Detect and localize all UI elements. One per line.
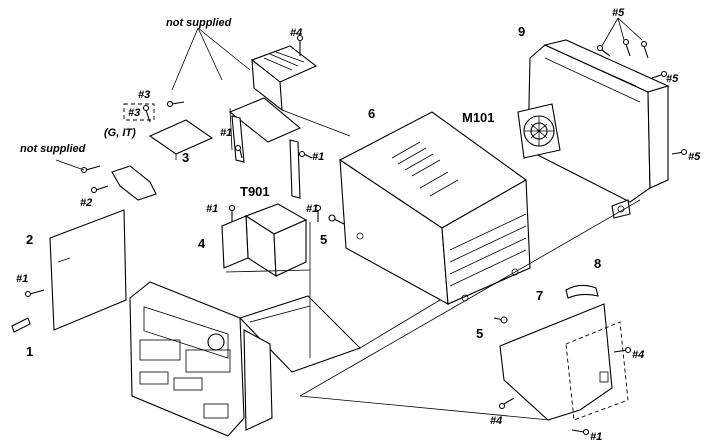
top-cover-part-6	[338, 111, 531, 305]
label-part-4: 4	[198, 236, 206, 251]
label-screw-4-board-right: #4	[632, 349, 644, 361]
label-part-2: 2	[26, 232, 33, 247]
fan-m101	[517, 103, 561, 159]
label-part-5-lower: 5	[476, 326, 483, 341]
label-m101: M101	[462, 110, 495, 125]
label-screw-1-t901-left: #1	[206, 203, 218, 215]
clip-part-8	[565, 284, 599, 299]
label-screw-1-left: #1	[16, 273, 28, 285]
label-screw-5-top: #5	[612, 7, 625, 19]
label-part-5-upper: 5	[320, 232, 327, 247]
bracket-part-3	[111, 119, 214, 201]
rear-panel-part-9	[527, 39, 670, 219]
label-screw-1-t901-right: #1	[306, 203, 318, 215]
label-not-supplied-top: not supplied	[166, 17, 232, 29]
labels: not supplied #4 #3 #3 (G, IT) #1 #1 3 no…	[16, 7, 701, 443]
transformer-t901	[221, 203, 311, 278]
label-part-6: 6	[368, 106, 375, 121]
part-1-pin	[11, 317, 31, 333]
label-part-9: 9	[518, 24, 525, 39]
bottom-board-part-7	[499, 303, 629, 421]
label-screw-4-top: #4	[290, 27, 302, 39]
heatsink-bracket	[228, 45, 318, 199]
label-part-7: 7	[536, 288, 543, 303]
label-screw-1-bracket-right: #1	[312, 151, 324, 163]
label-screw-3a: #3	[138, 89, 150, 101]
label-part-3: 3	[182, 150, 189, 165]
label-screw-5-mid: #5	[666, 73, 679, 85]
label-screw-2: #2	[80, 197, 92, 209]
label-not-supplied-left: not supplied	[20, 143, 86, 155]
leader-lines	[55, 17, 643, 421]
label-t901: T901	[240, 184, 270, 199]
label-screw-3b: #3	[128, 107, 140, 119]
label-screw-4-board-left: #4	[490, 415, 502, 427]
label-screw-5-right: #5	[688, 151, 701, 163]
front-chassis	[129, 281, 362, 437]
label-screw-1-board: #1	[590, 431, 602, 443]
label-g-it: (G, IT)	[104, 127, 136, 139]
screws	[24, 34, 688, 436]
label-screw-1-bracket: #1	[220, 127, 232, 139]
label-part-8: 8	[594, 256, 601, 271]
side-board-part-2	[49, 209, 127, 331]
label-part-1: 1	[26, 344, 33, 359]
